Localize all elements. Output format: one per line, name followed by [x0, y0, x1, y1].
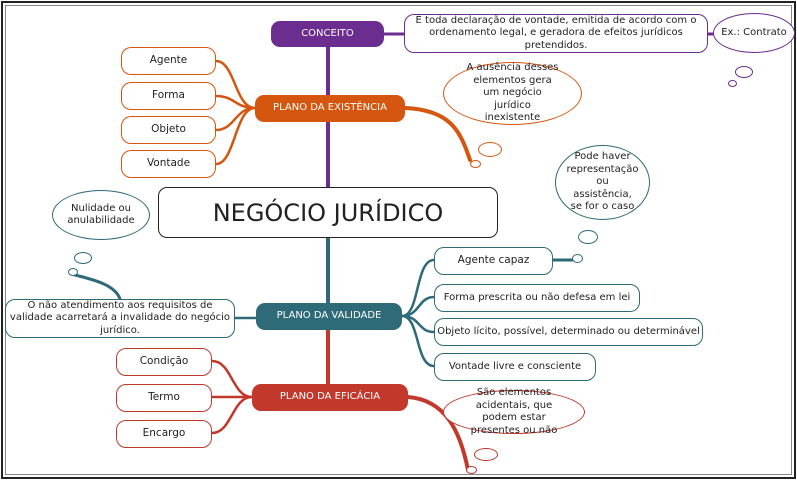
efficacy-item[interactable]: Termo	[116, 384, 212, 412]
thought-bubble-icon	[735, 66, 753, 78]
thought-bubble-icon	[68, 268, 78, 276]
existence-item[interactable]: Objeto	[121, 116, 216, 144]
thought-bubble-icon	[572, 254, 583, 263]
thought-bubble-icon	[728, 80, 737, 87]
existence-node[interactable]: PLANO DA EXISTÊNCIA	[255, 95, 405, 122]
central-topic[interactable]: NEGÓCIO JURÍDICO	[158, 187, 498, 238]
efficacy-item[interactable]: Encargo	[116, 420, 212, 448]
validity-node[interactable]: PLANO DA VALIDADE	[256, 303, 402, 330]
efficacy-node[interactable]: PLANO DA EFICÁCIA	[252, 384, 408, 411]
thought-bubble-icon	[478, 142, 502, 157]
validity-item[interactable]: Agente capaz	[434, 247, 553, 275]
thought-bubble-icon	[466, 466, 477, 474]
validity-item[interactable]: Vontade livre e consciente	[434, 353, 596, 381]
thought-bubble-icon	[474, 448, 498, 461]
thought-bubble-icon	[470, 160, 481, 168]
validity-item[interactable]: Objeto lícito, possível, determinado ou …	[434, 318, 703, 346]
existence-note-cloud: A ausência desses elementos gera um negó…	[443, 62, 582, 125]
thought-bubble-icon	[74, 252, 92, 264]
concept-definition: É toda declaração de vontade, emitida de…	[404, 14, 708, 53]
existence-item[interactable]: Agente	[121, 47, 216, 75]
thought-bubble-icon	[578, 230, 598, 244]
validity-item[interactable]: Forma prescrita ou não defesa em lei	[434, 284, 640, 312]
existence-item[interactable]: Vontade	[121, 150, 216, 178]
consequence-note-cloud: Nulidade ou anulabilidade	[52, 190, 150, 240]
efficacy-item[interactable]: Condição	[116, 348, 212, 376]
existence-item[interactable]: Forma	[121, 82, 216, 110]
concept-node[interactable]: CONCEITO	[271, 21, 384, 47]
concept-example-cloud: Ex.: Contrato	[713, 13, 795, 53]
agent-note-cloud: Pode haver representação ou assistência,…	[555, 145, 650, 220]
efficacy-note-cloud: São elementos acidentais, que podem esta…	[443, 387, 585, 436]
validity-consequence: O não atendimento aos requisitos de vali…	[5, 299, 235, 338]
